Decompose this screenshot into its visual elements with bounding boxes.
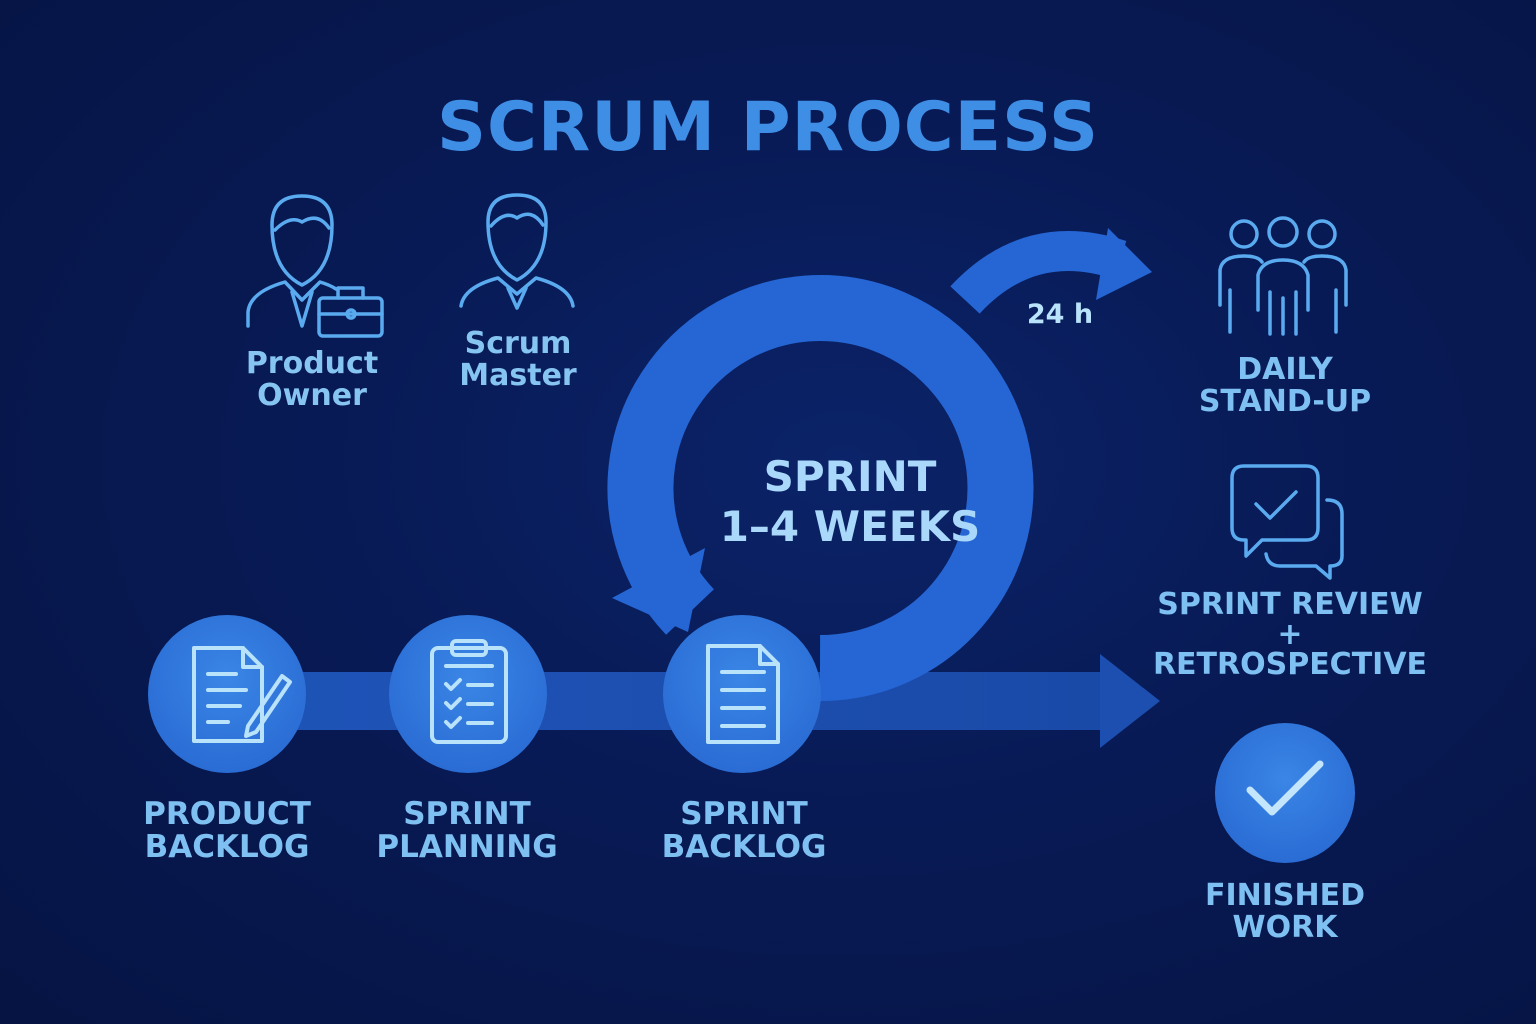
product-backlog-circle xyxy=(148,615,306,773)
scrum-master-icon xyxy=(459,193,575,310)
outcome-daily-standup: DAILY STAND-UP xyxy=(1198,352,1372,420)
product-owner-icon xyxy=(246,194,384,338)
step-product-backlog: PRODUCT BACKLOG xyxy=(143,796,311,866)
checklist-icon xyxy=(430,639,508,744)
sprint-duration-label: SPRINT 1–4 WEEKS xyxy=(719,452,981,552)
daily-cycle-label: 24 h xyxy=(1026,299,1094,330)
sprint-cycle-arrow xyxy=(607,275,1034,701)
document-edit-icon xyxy=(192,646,292,743)
document-icon xyxy=(706,644,780,744)
chat-check-icon xyxy=(1230,464,1344,580)
finished-work-circle xyxy=(1215,723,1355,863)
outcome-finished-work: FINISHED WORK xyxy=(1204,878,1366,946)
role-product-owner: Product Owner xyxy=(245,346,379,414)
page-title: SCRUM PROCESS xyxy=(436,88,1100,167)
step-sprint-planning: SPRINT PLANNING xyxy=(376,796,558,866)
team-icon xyxy=(1218,216,1348,336)
role-scrum-master: Scrum Master xyxy=(459,326,577,394)
daily-cycle-arrow xyxy=(950,228,1152,314)
sprint-planning-circle xyxy=(389,615,547,773)
outcome-sprint-review: SPRINT REVIEW + RETROSPECTIVE xyxy=(1152,587,1428,682)
check-icon xyxy=(1246,760,1324,816)
sprint-backlog-circle xyxy=(663,615,821,773)
step-sprint-backlog: SPRINT BACKLOG xyxy=(661,796,827,866)
